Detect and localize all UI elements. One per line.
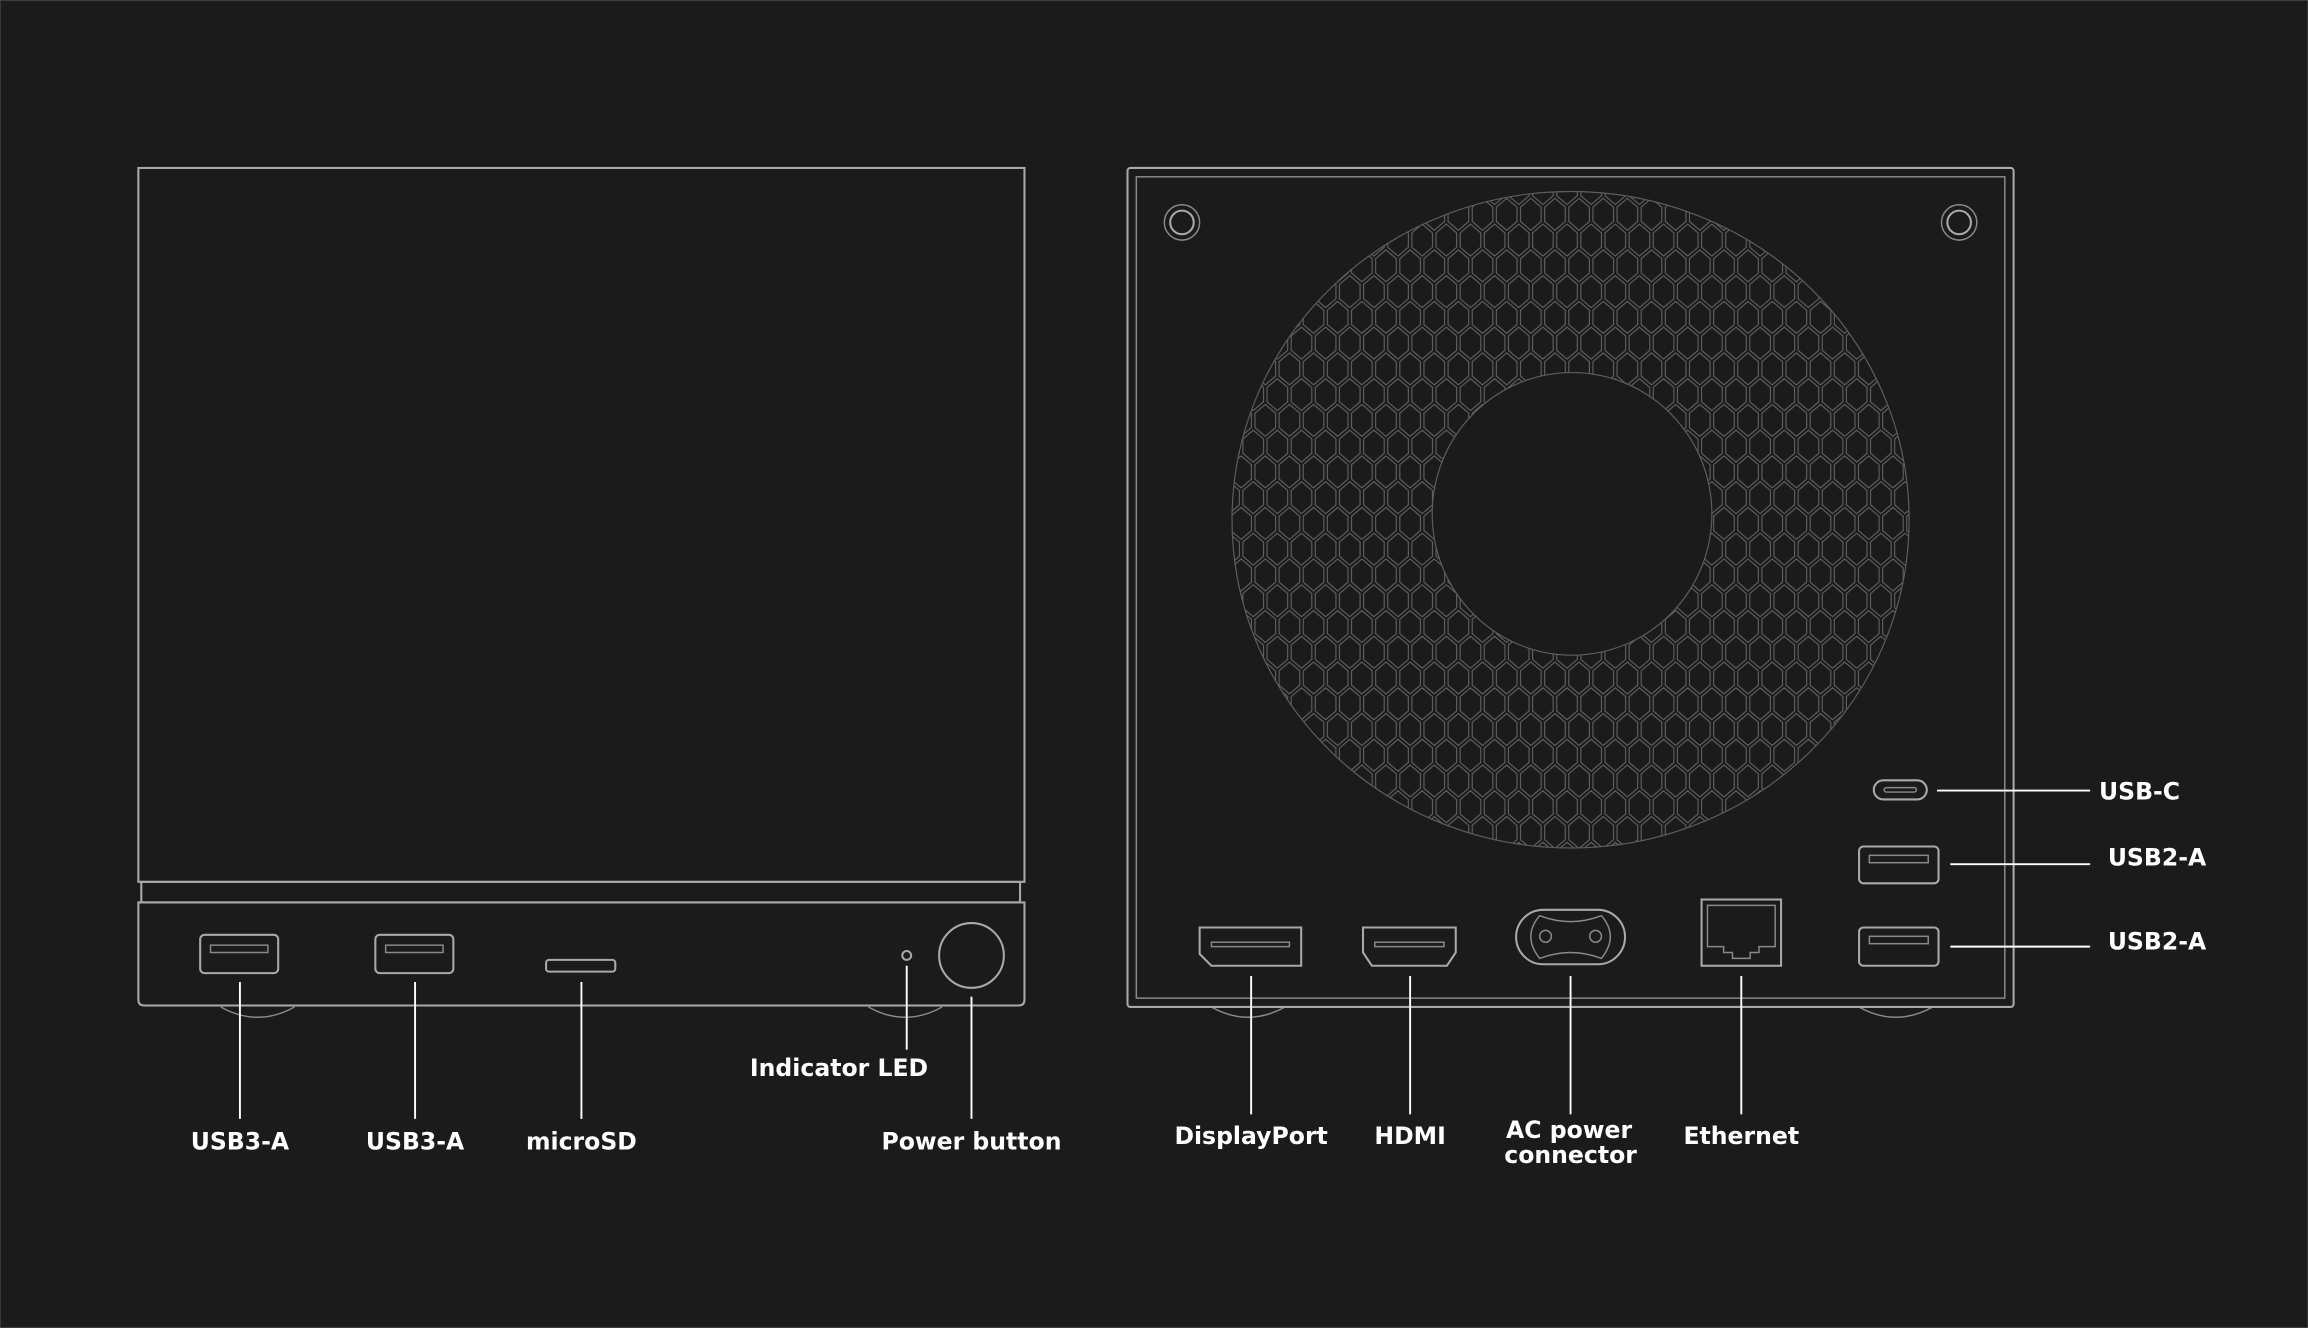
- label-microsd: microSD: [526, 1128, 637, 1156]
- label-displayport: DisplayPort: [1174, 1122, 1327, 1150]
- front-view: USB3-A USB3-A microSD Indicator LED Powe…: [137, 166, 1062, 1156]
- usb3-a-port-icon: [374, 933, 455, 975]
- label-usb3-a: USB3-A: [191, 1128, 290, 1156]
- indicator-led-icon: [901, 949, 913, 961]
- usb2-a-port-icon: [1858, 926, 1940, 967]
- label-hdmi: HDMI: [1374, 1122, 1445, 1150]
- label-ethernet: Ethernet: [1683, 1122, 1799, 1150]
- usb-c-icon: [1872, 779, 1928, 801]
- ethernet-icon: [1700, 898, 1783, 967]
- front-port-panel: [137, 901, 1026, 1007]
- hdmi-icon: [1361, 926, 1457, 967]
- screw-icon: [1163, 204, 1201, 241]
- foot: [868, 1006, 943, 1018]
- usb3-a-port-icon: [199, 933, 280, 975]
- fan-grille-outline: [1231, 190, 1910, 849]
- screw-icon: [1940, 204, 1978, 241]
- rear-view: DisplayPort HDMI AC power connector Ethe…: [1126, 166, 2207, 1169]
- power-button-icon: [938, 922, 1005, 989]
- label-ac-power-connector: connector: [1504, 1141, 1637, 1169]
- fan-hub-outline: [1431, 371, 1713, 656]
- label-usb2-a: USB2-A: [2108, 928, 2207, 956]
- foot: [1211, 1006, 1286, 1018]
- label-usb3-a: USB3-A: [366, 1128, 465, 1156]
- usb2-a-port-icon: [1858, 845, 1940, 885]
- foot: [1858, 1006, 1934, 1018]
- label-usb2-a: USB2-A: [2108, 844, 2207, 872]
- displayport-icon: [1198, 926, 1303, 967]
- microsd-slot-icon: [545, 958, 617, 973]
- label-usb-c: USB-C: [2099, 777, 2180, 805]
- label-ac-power: AC power: [1506, 1116, 1632, 1144]
- label-power-button: Power button: [881, 1128, 1061, 1156]
- foot: [220, 1006, 295, 1018]
- label-indicator-led: Indicator LED: [750, 1054, 928, 1082]
- ac-power-connector-icon: [1515, 908, 1627, 966]
